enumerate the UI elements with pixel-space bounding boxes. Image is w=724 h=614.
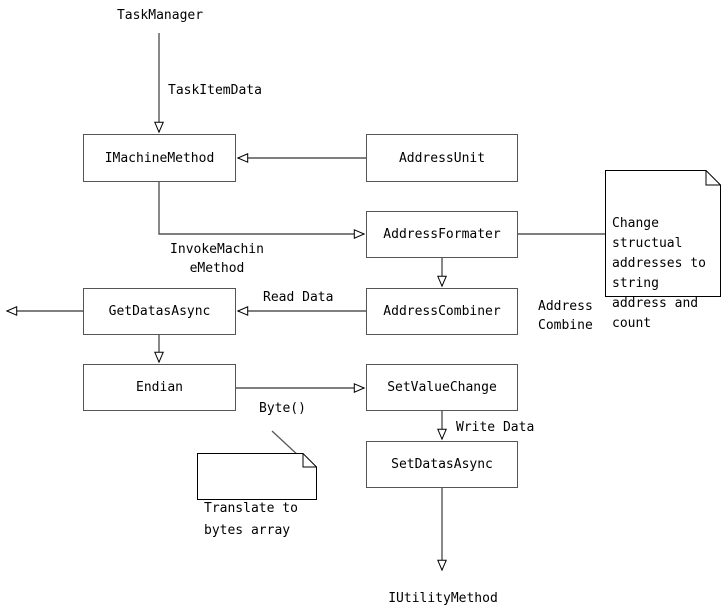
note-shape-icon	[197, 453, 317, 500]
label-taskmanager: TaskManager	[116, 8, 204, 23]
node-label: IMachineMethod	[104, 150, 215, 166]
node-label: GetDatasAsync	[108, 304, 211, 319]
node-label: AddressCombiner	[383, 304, 501, 319]
label-writedata: Write Data	[456, 420, 535, 435]
leader-note-translate-bytes	[271, 430, 301, 458]
label-invokemachinemethod: InvokeMachin eMethod	[170, 242, 264, 276]
node-label: AddressFormater	[383, 227, 501, 242]
note-text: Translate to bytes array	[204, 501, 298, 538]
node-endian[interactable]: Endian	[83, 364, 236, 411]
note-translate-bytes[interactable]: Translate to bytes array	[197, 453, 317, 538]
label-addresscombine: Address Combine	[538, 299, 593, 333]
node-addressformater[interactable]: AddressFormater	[366, 211, 518, 258]
node-label: SetValueChange	[387, 380, 497, 395]
note-change-addresses[interactable]: Change structual addresses to string add…	[605, 170, 721, 331]
node-label: AddressUnit	[398, 150, 486, 166]
label-byte: Byte()	[259, 401, 306, 416]
node-imachinemethod[interactable]: IMachineMethod	[83, 134, 236, 182]
node-setdatasasync[interactable]: SetDatasAsync	[366, 441, 518, 488]
node-label: Endian	[136, 380, 183, 395]
node-setvaluechange[interactable]: SetValueChange	[366, 364, 518, 411]
node-addresscombiner[interactable]: AddressCombiner	[366, 288, 518, 335]
node-getdatasasync[interactable]: GetDatasAsync	[83, 288, 236, 335]
note-text: Change structual addresses to string add…	[612, 216, 706, 331]
node-addressunit[interactable]: AddressUnit	[366, 134, 518, 182]
edge-imachinemethod-to-addressformater	[158, 182, 366, 239]
label-taskitemdata: TaskItemData	[168, 83, 262, 98]
node-label: SetDatasAsync	[391, 457, 493, 472]
label-readdata: Read Data	[263, 290, 334, 305]
label-iutilitymethod: IUtilityMethod	[388, 591, 498, 606]
